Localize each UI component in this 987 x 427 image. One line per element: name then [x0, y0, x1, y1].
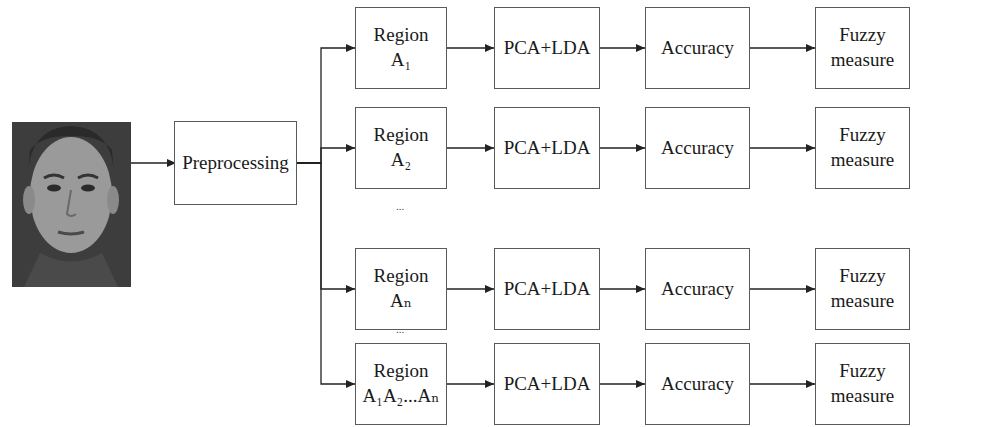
flow-arrow	[750, 383, 815, 384]
fuzzy-measure-box: Fuzzy measure	[815, 248, 910, 330]
input-arrow	[131, 162, 176, 163]
box-text: Region Aₙ	[362, 264, 440, 313]
fuzzy-measure-box: Fuzzy measure	[815, 107, 910, 189]
nose	[67, 190, 76, 216]
pca-lda-box: PCA+LDA	[494, 343, 600, 425]
flow-arrow	[447, 383, 494, 384]
accuracy-box: Accuracy	[645, 343, 750, 425]
box-text: Region A₁A₂...Aₙ	[362, 359, 440, 408]
box-text: Accuracy	[661, 277, 734, 302]
neck-shoulders	[24, 253, 118, 287]
region-box: Region A₂	[355, 107, 447, 189]
flow-arrow	[600, 147, 645, 148]
ellipsis-label: ...	[396, 323, 404, 335]
mouth	[58, 232, 84, 234]
box-text: Accuracy	[661, 136, 734, 161]
box-text: PCA+LDA	[504, 277, 591, 302]
eye	[81, 185, 95, 192]
box-text: Fuzzy measure	[822, 23, 903, 72]
box-text: Fuzzy measure	[822, 359, 903, 408]
pca-lda-box: PCA+LDA	[494, 107, 600, 189]
box-text: Accuracy	[661, 36, 734, 61]
preprocessing-box: Preprocessing	[174, 121, 297, 205]
flow-arrow	[447, 47, 494, 48]
box-text: Region A₁	[362, 23, 440, 72]
box-text: Accuracy	[661, 372, 734, 397]
face	[30, 137, 112, 253]
photo-background	[12, 122, 131, 287]
eye	[47, 185, 61, 192]
flow-arrow	[297, 163, 355, 384]
box-text: PCA+LDA	[504, 136, 591, 161]
region-box: Region A₁A₂...Aₙ	[355, 343, 447, 425]
box-text: Preprocessing	[182, 151, 289, 176]
accuracy-box: Accuracy	[645, 7, 750, 89]
flow-arrow	[297, 163, 355, 289]
pca-lda-box: PCA+LDA	[494, 248, 600, 330]
flow-arrow	[297, 48, 355, 163]
flow-arrow	[600, 383, 645, 384]
box-text: Region A₂	[362, 123, 440, 172]
ear	[23, 186, 35, 214]
flow-arrow	[297, 148, 355, 163]
box-text: PCA+LDA	[504, 372, 591, 397]
eyebrow	[44, 175, 64, 178]
fuzzy-measure-box: Fuzzy measure	[815, 343, 910, 425]
flow-arrow	[750, 47, 815, 48]
box-text: Fuzzy measure	[822, 123, 903, 172]
accuracy-box: Accuracy	[645, 107, 750, 189]
box-text: PCA+LDA	[504, 36, 591, 61]
flow-arrow	[750, 288, 815, 289]
flow-arrow	[600, 47, 645, 48]
flow-arrow	[750, 147, 815, 148]
flow-arrow	[600, 288, 645, 289]
accuracy-box: Accuracy	[645, 248, 750, 330]
region-box: Region A₁	[355, 7, 447, 89]
flow-arrow	[447, 288, 494, 289]
ear	[107, 186, 119, 214]
box-text: Fuzzy measure	[822, 264, 903, 313]
flow-arrow	[447, 147, 494, 148]
ellipsis-label: ...	[396, 200, 404, 212]
pca-lda-box: PCA+LDA	[494, 7, 600, 89]
region-box: Region Aₙ	[355, 248, 447, 330]
eyebrow	[78, 175, 98, 178]
fuzzy-measure-box: Fuzzy measure	[815, 7, 910, 89]
